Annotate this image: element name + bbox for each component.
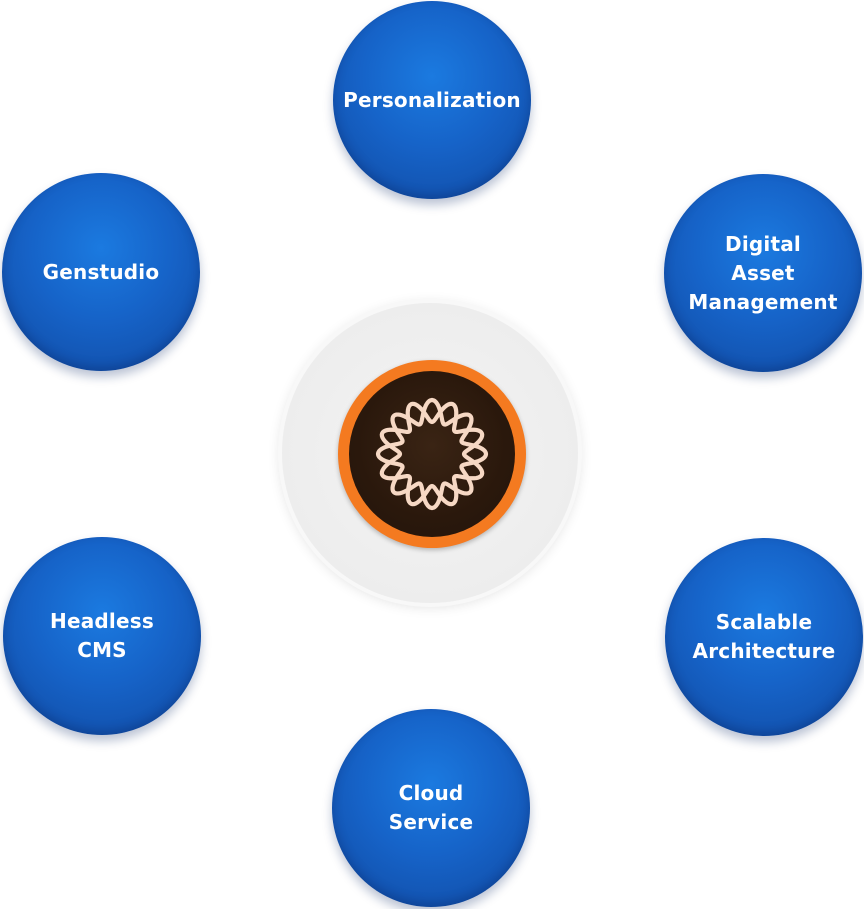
headless-cms-node: Headless CMS — [3, 537, 201, 735]
cloud-service-label: Cloud Service — [388, 781, 474, 834]
adobe-experience-manager-icon — [375, 397, 489, 511]
genstudio-node: Genstudio — [2, 173, 200, 371]
personalization-node: Personalization — [333, 1, 531, 199]
logo-strand-1 — [375, 397, 489, 511]
genstudio-label: Genstudio — [42, 259, 160, 284]
cloud-service-node: Cloud Service — [332, 709, 530, 907]
digital-asset-management-node: Digital Asset Management — [664, 174, 862, 372]
scalable-architecture-node: Scalable Architecture — [665, 538, 863, 736]
scalable-architecture-label: Scalable Architecture — [692, 610, 836, 663]
logo-strand-2 — [379, 401, 485, 507]
personalization-label: Personalization — [343, 87, 521, 112]
headless-cms-label: Headless CMS — [50, 609, 154, 662]
digital-asset-management-label: Digital Asset Management — [688, 231, 838, 314]
